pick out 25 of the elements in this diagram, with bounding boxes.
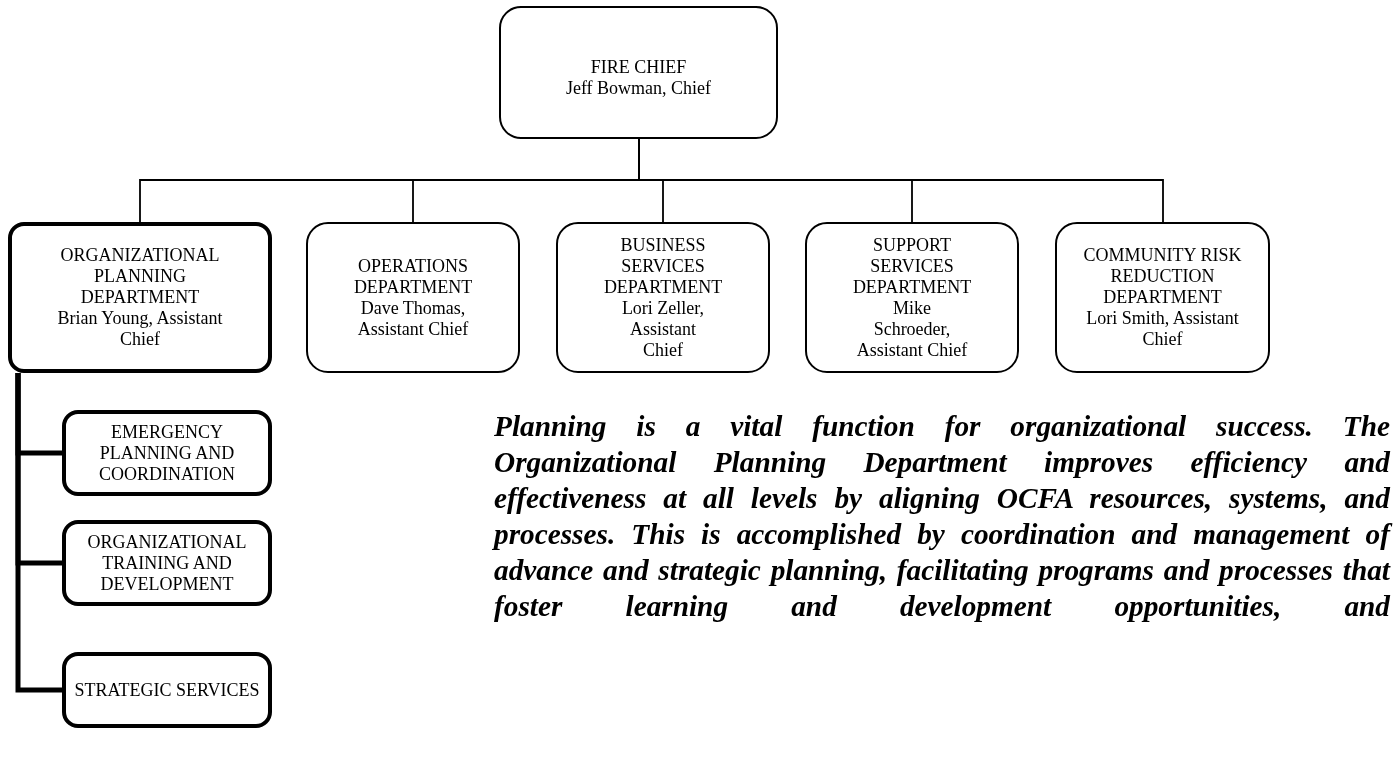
org-box	[556, 222, 770, 373]
person-name: Dave Thomas, Assistant Chief	[356, 297, 470, 340]
unit-title: COMMUNITY RISK REDUCTION DEPARTMENT	[1082, 245, 1243, 308]
org-box	[8, 222, 272, 373]
connector-line	[15, 373, 62, 693]
org-box	[62, 520, 272, 606]
unit-title: FIRE CHIEF	[590, 56, 687, 78]
org-box	[1055, 222, 1270, 373]
person-name: Mike Schroeder, Assistant Chief	[855, 297, 969, 361]
person-name: Jeff Bowman, Chief	[565, 77, 712, 99]
person-name: Lori Zeller, Assistant Chief	[620, 297, 706, 361]
org-box	[62, 652, 272, 728]
person-name: Lori Smith, Assistant Chief	[1085, 308, 1240, 350]
org-box	[805, 222, 1019, 373]
org-box	[499, 6, 778, 139]
unit-title: ORGANIZATIONAL PLANNING DEPARTMENT	[59, 245, 221, 308]
person-name: Brian Young, Assistant Chief	[56, 308, 224, 350]
unit-title: SUPPORT SERVICES DEPARTMENT	[852, 234, 972, 298]
unit-title: ORGANIZATIONAL TRAINING AND DEVELOPMENT	[86, 531, 248, 595]
unit-title: STRATEGIC SERVICES	[74, 679, 260, 701]
unit-title: EMERGENCY PLANNING AND COORDINATION	[98, 421, 236, 485]
org-box	[306, 222, 520, 373]
unit-title: BUSINESS SERVICES DEPARTMENT	[603, 234, 723, 298]
unit-title: OPERATIONS DEPARTMENT	[353, 255, 473, 298]
org-box	[62, 410, 272, 496]
